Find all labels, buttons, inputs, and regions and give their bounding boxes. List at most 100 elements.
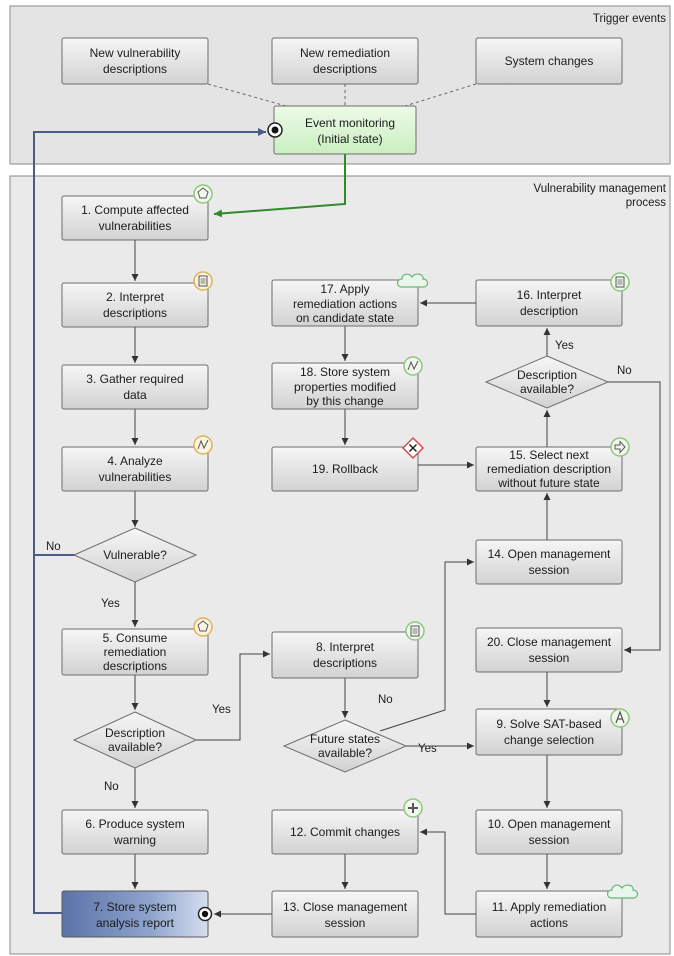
node-15-select-next: 15. Select next remediation description … — [475, 446, 623, 492]
svg-text:13. Close management: 13. Close management — [283, 900, 408, 914]
trigger-new-remediation: New remediation descriptions — [271, 37, 419, 85]
feedback-loop-line — [33, 128, 266, 914]
svg-text:change selection: change selection — [504, 733, 594, 747]
flow-arrow — [196, 650, 270, 741]
svg-text:descriptions: descriptions — [313, 62, 377, 76]
svg-text:on candidate state: on candidate state — [296, 311, 394, 325]
start-event-icon — [267, 122, 283, 138]
node-13-close-session: 13. Close management session — [271, 890, 419, 938]
svg-text:15. Select next: 15. Select next — [509, 448, 589, 462]
svg-text:Event monitoring: Event monitoring — [305, 116, 395, 130]
node-18-store-properties: 18. Store system properties modified by … — [271, 362, 419, 410]
flow-arrow — [608, 381, 661, 654]
svg-text:8. Interpret: 8. Interpret — [316, 640, 375, 654]
svg-text:descriptions: descriptions — [103, 306, 167, 320]
svg-text:Vulnerable?: Vulnerable? — [103, 548, 167, 562]
plus-icon — [403, 798, 423, 818]
svg-text:System changes: System changes — [505, 54, 594, 68]
svg-text:vulnerabilities: vulnerabilities — [99, 470, 172, 484]
label-no-future: No — [378, 694, 393, 706]
document-icon — [405, 621, 425, 641]
label-no-desc2: No — [617, 365, 632, 377]
label-no-vulnerable: No — [46, 541, 61, 553]
label-yes-future: Yes — [418, 743, 437, 755]
analysis-icon — [193, 435, 213, 455]
node-10-open-session: 10. Open management session — [475, 809, 623, 855]
svg-text:warning: warning — [113, 833, 156, 847]
svg-text:session: session — [529, 833, 570, 847]
cloud-icon — [396, 273, 429, 288]
label-no-desc1: No — [104, 781, 119, 793]
svg-text:Description: Description — [517, 368, 577, 382]
svg-text:descriptions: descriptions — [103, 659, 167, 673]
svg-text:Future states: Future states — [310, 732, 380, 746]
svg-text:5. Consume: 5. Consume — [103, 631, 168, 645]
node-19-rollback: 19. Rollback — [271, 446, 419, 492]
document-icon — [610, 272, 630, 292]
initial-flow-line — [213, 154, 346, 218]
svg-text:available?: available? — [318, 746, 372, 760]
svg-text:Description: Description — [105, 726, 165, 740]
svg-text:9. Solve SAT-based: 9. Solve SAT-based — [496, 717, 601, 731]
pentagon-icon — [193, 617, 213, 637]
document-icon — [193, 271, 213, 291]
event-monitoring-node: Event monitoring (Initial state) — [273, 105, 417, 155]
svg-text:3. Gather required: 3. Gather required — [86, 372, 183, 386]
node-7-store-report: 7. Store system analysis report — [61, 890, 209, 938]
process-lane-title-line2: process — [626, 197, 667, 209]
flow-arrow — [420, 828, 476, 915]
svg-text:description: description — [520, 304, 578, 318]
solver-icon — [610, 708, 630, 728]
svg-text:vulnerabilities: vulnerabilities — [99, 219, 172, 233]
svg-text:19. Rollback: 19. Rollback — [312, 462, 379, 476]
node-2-interpret-descriptions: 2. Interpret descriptions — [61, 282, 209, 328]
svg-text:17. Apply: 17. Apply — [320, 282, 369, 296]
svg-text:descriptions: descriptions — [313, 656, 377, 670]
svg-text:analysis report: analysis report — [96, 916, 175, 930]
svg-text:16. Interpret: 16. Interpret — [517, 288, 582, 302]
svg-text:session: session — [529, 651, 570, 665]
node-17-apply-remediation: 17. Apply remediation actions on candida… — [271, 279, 419, 327]
cloud-icon — [606, 884, 639, 899]
node-20-close-session: 20. Close management session — [475, 627, 623, 673]
svg-text:4. Analyze: 4. Analyze — [107, 454, 163, 468]
trigger-system-changes: System changes — [475, 37, 623, 85]
node-14-open-session: 14. Open management session — [475, 539, 623, 585]
node-1-compute-affected: 1. Compute affected vulnerabilities — [61, 195, 209, 241]
svg-text:10. Open management: 10. Open management — [488, 817, 611, 831]
label-yes-desc2: Yes — [555, 340, 574, 352]
svg-text:session: session — [325, 916, 366, 930]
analysis-icon — [403, 356, 423, 376]
svg-text:(Initial state): (Initial state) — [317, 132, 382, 146]
svg-text:descriptions: descriptions — [103, 62, 167, 76]
node-12-commit-changes: 12. Commit changes — [271, 809, 419, 855]
svg-text:actions: actions — [530, 916, 568, 930]
node-8-interpret-descriptions: 8. Interpret descriptions — [271, 631, 419, 679]
node-16-interpret-description: 16. Interpret description — [475, 279, 623, 327]
svg-text:18. Store system: 18. Store system — [300, 365, 390, 379]
svg-text:available?: available? — [108, 740, 162, 754]
svg-text:1. Compute affected: 1. Compute affected — [81, 203, 189, 217]
flow-arrow — [379, 558, 474, 732]
svg-text:7. Store system: 7. Store system — [93, 900, 176, 914]
process-lane-title-line1: Vulnerability management — [533, 183, 666, 195]
pentagon-icon — [193, 184, 213, 204]
node-9-solve-sat: 9. Solve SAT-based change selection — [475, 708, 623, 756]
svg-text:New remediation: New remediation — [300, 46, 390, 60]
label-yes-vulnerable: Yes — [101, 598, 120, 610]
trigger-new-vulnerability: New vulnerability descriptions — [61, 37, 209, 85]
trigger-lane-title: Trigger events — [593, 13, 666, 25]
node-11-apply-remediation: 11. Apply remediation actions — [475, 890, 623, 938]
node-3-gather-data: 3. Gather required data — [61, 364, 209, 410]
label-yes-desc1: Yes — [212, 704, 231, 716]
node-4-analyze-vulnerabilities: 4. Analyze vulnerabilities — [61, 446, 209, 492]
arrow-right-icon — [610, 437, 630, 457]
svg-text:properties modified: properties modified — [294, 380, 396, 394]
svg-text:14. Open management: 14. Open management — [488, 547, 611, 561]
svg-text:remediation: remediation — [104, 645, 167, 659]
error-x-icon — [401, 436, 425, 460]
decision-future-states: Future states available? — [282, 719, 408, 773]
decision-description-available-2: Description available? — [484, 355, 610, 409]
svg-text:20. Close management: 20. Close management — [487, 635, 612, 649]
